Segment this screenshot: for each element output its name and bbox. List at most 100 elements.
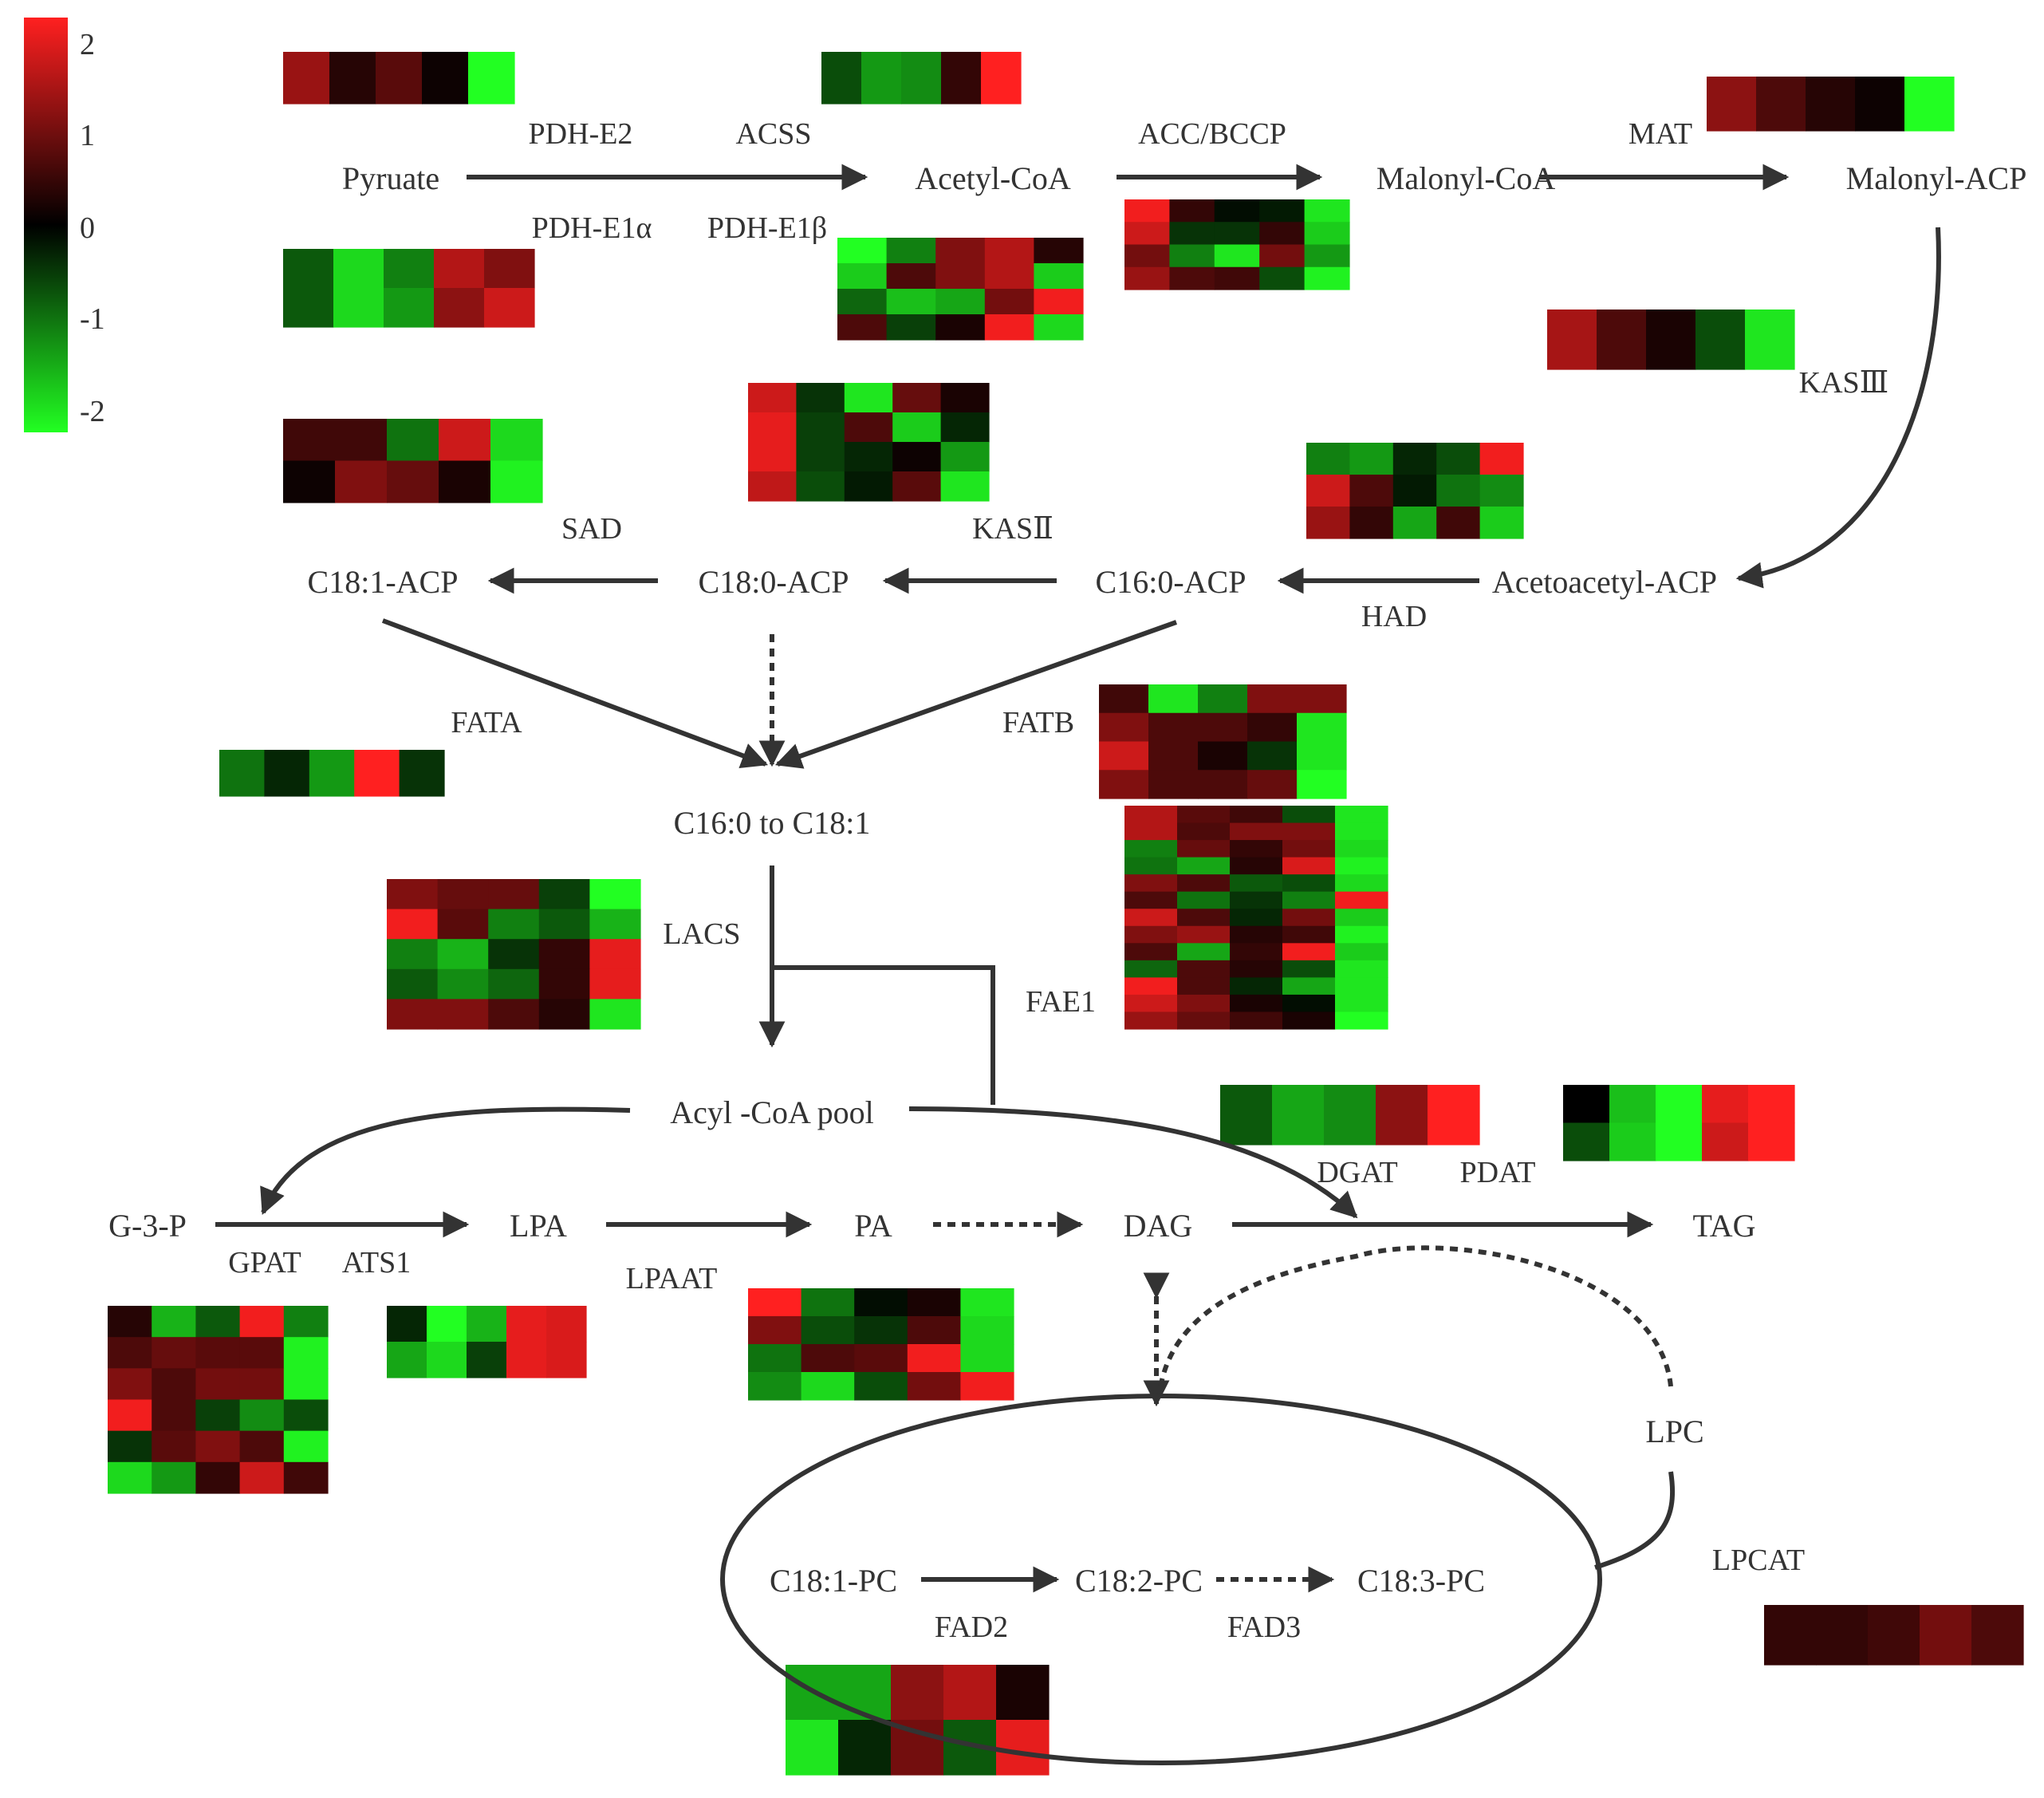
- heatmap-cell: [439, 460, 491, 503]
- heatmap-cell: [837, 238, 888, 264]
- heatmap-cell: [488, 939, 540, 970]
- arrow-lpc-pc-dotted: [1158, 1245, 1673, 1389]
- heatmap-fata: [219, 750, 445, 797]
- heatmap-cell: [1816, 1605, 1869, 1666]
- heatmap-cell: [861, 52, 902, 104]
- heatmap-cell: [335, 419, 388, 462]
- heatmap-cell: [1177, 960, 1231, 978]
- heatmap-kas: [748, 383, 990, 502]
- enzyme-acss: ACSS: [735, 117, 811, 151]
- heatmap-cell: [1764, 1605, 1817, 1666]
- heatmap-cell: [538, 999, 590, 1030]
- metabolite-acetoacetyl-acp: Acetoacetyl-ACP: [1492, 564, 1717, 600]
- arrow-acylcoa-tag: [908, 1106, 1358, 1219]
- heatmap-cell: [1230, 977, 1283, 996]
- heatmap-cell: [434, 249, 485, 289]
- heatmap-cell: [1702, 1122, 1749, 1161]
- heatmap-cell: [1099, 741, 1149, 771]
- heatmap-acss: [821, 52, 1022, 104]
- heatmap-cell: [907, 1344, 961, 1373]
- heatmap-cell: [439, 419, 491, 462]
- heatmap-cell: [1304, 199, 1350, 223]
- heatmap-cell: [488, 968, 540, 1000]
- heatmap-cell: [1436, 475, 1481, 507]
- heatmap-cell: [748, 442, 797, 472]
- heatmap-cell: [1124, 994, 1178, 1013]
- metabolite-malonyl-acp: Malonyl-ACP: [1846, 160, 2027, 196]
- heatmap-cell: [1247, 684, 1298, 714]
- heatmap-gpat: [108, 1306, 329, 1494]
- heatmap-cell: [387, 999, 439, 1030]
- heatmap-cell: [437, 999, 489, 1030]
- heatmap-cell: [1124, 874, 1178, 893]
- enzyme-acc-bccp: ACC/BCCP: [1138, 117, 1286, 151]
- heatmap-cell: [1745, 310, 1795, 370]
- heatmap-cell: [1177, 806, 1231, 824]
- heatmap-cell: [1428, 1085, 1480, 1145]
- heatmap-cell: [387, 1342, 427, 1378]
- heatmap-cell: [892, 471, 942, 502]
- heatmap-cell: [538, 909, 590, 940]
- heatmap-cell: [283, 249, 334, 289]
- heatmap-cell: [886, 263, 936, 290]
- heatmap-mat: [1707, 77, 1955, 132]
- heatmap-cell: [1259, 222, 1306, 246]
- heatmap-cell: [1563, 1085, 1610, 1124]
- heatmap-cell: [387, 460, 439, 503]
- heatmap-cell: [941, 52, 982, 104]
- heatmap-cell: [1702, 1085, 1749, 1124]
- heatmap-cell: [1335, 806, 1388, 824]
- heatmap-cell: [1335, 1011, 1388, 1030]
- heatmap-lpaat: [748, 1288, 1014, 1401]
- heatmap-cell: [589, 879, 641, 910]
- heatmap-cell: [506, 1342, 547, 1378]
- legend-tick-label: 2: [80, 28, 95, 61]
- heatmap-cell: [1034, 238, 1084, 264]
- heatmap-cell: [427, 1306, 467, 1343]
- heatmap-cell: [940, 442, 990, 472]
- heatmap-cell: [1646, 310, 1696, 370]
- heatmap-cell: [283, 1368, 329, 1401]
- heatmap-cell: [546, 1306, 587, 1343]
- heatmap-cell: [589, 968, 641, 1000]
- heatmap-cell: [1259, 266, 1306, 290]
- heatmap-cell: [960, 1344, 1014, 1373]
- enzyme-fata: FATA: [451, 706, 522, 739]
- enzyme-lpaat: LPAAT: [626, 1262, 718, 1295]
- heatmap-cell: [1349, 443, 1394, 475]
- arrow-c181acp-pool: [381, 618, 769, 769]
- heatmap-cell: [1748, 1085, 1795, 1124]
- heatmap-cell: [901, 52, 942, 104]
- heatmap-cell: [1214, 199, 1260, 223]
- heatmap-cell: [1177, 840, 1231, 858]
- heatmap-cell: [538, 939, 590, 970]
- metabolite-acetyl-coa: Acetyl-CoA: [915, 160, 1071, 196]
- heatmap-cell: [1479, 475, 1524, 507]
- metabolite-g3p: G-3-P: [108, 1208, 187, 1244]
- heatmap-cell: [333, 288, 384, 328]
- heatmap-cell: [1547, 310, 1597, 370]
- heatmap-cell: [1855, 77, 1905, 132]
- heatmap-cell: [996, 1720, 1050, 1776]
- heatmap-cell: [538, 968, 590, 1000]
- heatmap-cell: [264, 750, 310, 797]
- metabolite-lpc: LPC: [1645, 1414, 1703, 1449]
- heatmap-cell: [854, 1372, 908, 1401]
- heatmap-cell: [1920, 1605, 1972, 1666]
- heatmap-cell: [940, 412, 990, 443]
- heatmap-cell: [886, 238, 936, 264]
- metabolite-c18-1-pc: C18:1-PC: [770, 1563, 897, 1599]
- heatmap-cell: [1392, 507, 1437, 539]
- heatmap-cell: [907, 1372, 961, 1401]
- heatmap-cell: [589, 909, 641, 940]
- heatmap-cell: [1335, 977, 1388, 996]
- pc-cycle-ellipse: [720, 1394, 1602, 1765]
- heatmap-cell: [108, 1306, 152, 1338]
- heatmap-cell: [854, 1344, 908, 1373]
- heatmap-cell: [283, 460, 336, 503]
- heatmap-cell: [1306, 475, 1350, 507]
- legend-tick-label: 0: [80, 211, 95, 245]
- heatmap-cell: [1034, 289, 1084, 315]
- heatmap-cell: [437, 939, 489, 970]
